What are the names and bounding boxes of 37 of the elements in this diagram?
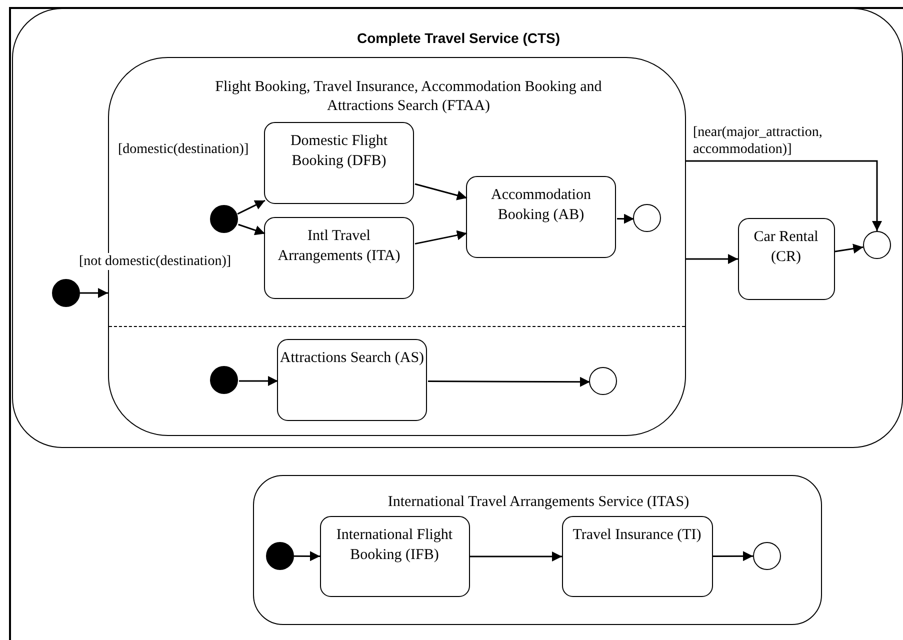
- transition-arrow: [238, 224, 266, 236]
- transition-arrow: [686, 254, 738, 264]
- final-state-circle: [589, 367, 617, 395]
- transition-arrow: [617, 214, 634, 224]
- state-title: International Travel Arrangements Service (ITAS): [386, 493, 690, 512]
- state-box: Intl Travel Arrangements (ITA): [264, 217, 414, 299]
- state-box: Domestic Flight Booking (DFB): [264, 122, 414, 204]
- transition-arrow: [80, 288, 108, 298]
- guard-label: [not domestic(destination)]: [79, 253, 232, 270]
- transition-arrow: [713, 551, 753, 562]
- initial-state-dot: [210, 366, 238, 394]
- transition-arrow: [686, 160, 882, 231]
- composite-state: [253, 475, 822, 625]
- transition-arrow: [834, 244, 864, 254]
- composite-state: [12, 8, 903, 448]
- state-box: Travel Insurance (TI): [562, 516, 712, 596]
- final-state-circle: [862, 230, 890, 258]
- state-title: Complete Travel Service (CTS): [356, 29, 562, 48]
- state-box: International Flight Booking (IFB): [320, 516, 470, 596]
- transition-arrow: [470, 552, 562, 562]
- transition-arrow: [239, 376, 278, 386]
- composite-state: [108, 56, 686, 436]
- transition-arrow: [414, 183, 468, 200]
- transition-arrow: [414, 230, 468, 245]
- transition-arrow: [428, 376, 590, 387]
- state-title: Flight Booking, Travel Insurance, Accommodation Booking and Attractions Search (FTAA): [214, 78, 603, 116]
- initial-state-dot: [210, 205, 238, 233]
- state-box: Accommodation Booking (AB): [466, 176, 616, 258]
- transition-arrow: [294, 551, 320, 562]
- initial-state-dot: [266, 542, 294, 570]
- guard-label: [domestic(destination)]: [118, 141, 249, 158]
- state-box: Car Rental (CR): [738, 218, 834, 300]
- state-box: Attractions Search (AS): [277, 339, 427, 421]
- final-state-circle: [752, 542, 780, 570]
- transition-arrow: [237, 200, 266, 215]
- final-state-circle: [633, 204, 661, 232]
- initial-state-dot: [52, 278, 80, 306]
